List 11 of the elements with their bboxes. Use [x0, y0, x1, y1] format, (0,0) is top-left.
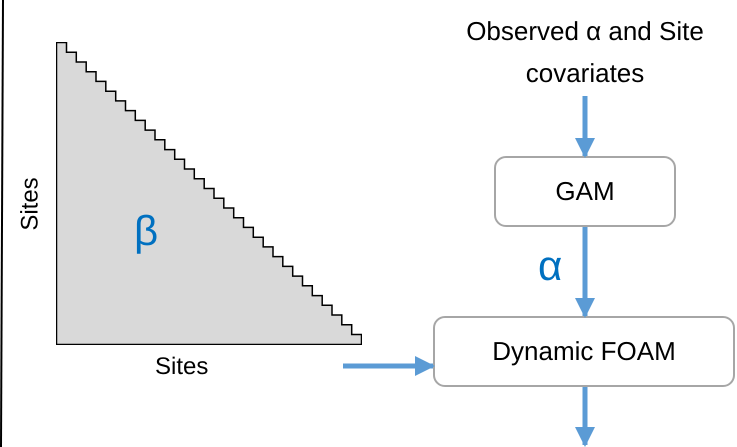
axis-label: Sites [18, 177, 43, 231]
arrow [343, 356, 435, 376]
arrow [575, 227, 595, 318]
arrow [575, 96, 595, 158]
beta-symbol: β [134, 210, 158, 252]
arrow [575, 387, 595, 447]
axis-label: Sites [155, 355, 208, 379]
input-text: Observed α and Site covariates [440, 8, 730, 96]
process-box: Dynamic FOAM [433, 316, 735, 387]
matrix-triangle [56, 42, 362, 345]
process-box: GAM [494, 156, 676, 227]
